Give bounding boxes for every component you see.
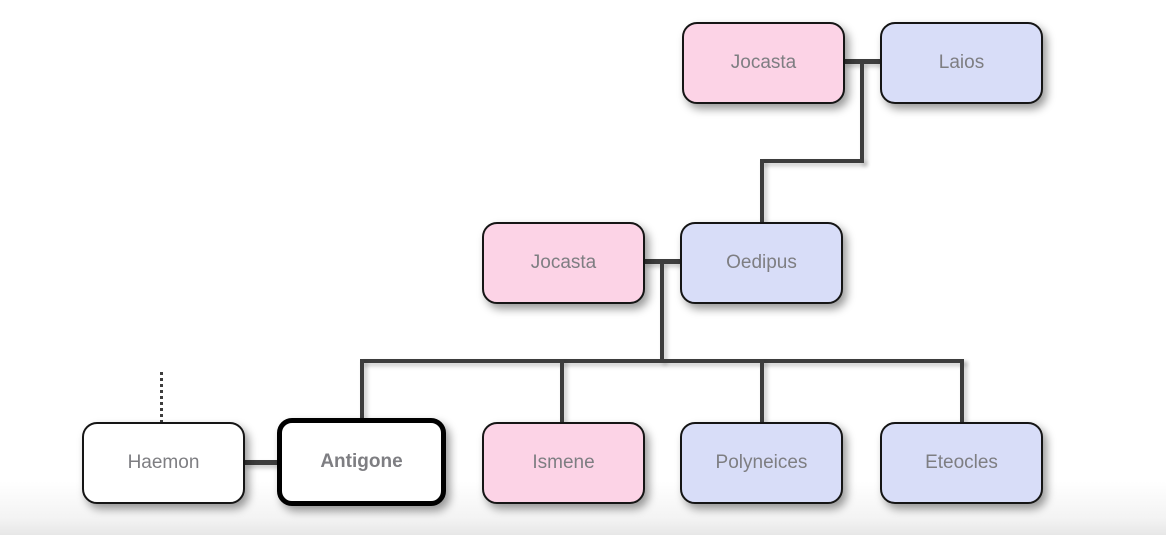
node-label: Oedipus — [726, 252, 797, 273]
node-label: Polyneices — [715, 452, 808, 473]
marriage-line-jocasta-laios — [843, 59, 881, 64]
node-label: Jocasta — [530, 252, 597, 273]
node-label: Jocasta — [730, 52, 797, 73]
node-label: Eteocles — [925, 452, 998, 473]
marriage-line-jocasta-oedipus — [643, 259, 681, 264]
node-polyneices[interactable]: Polyneices — [680, 422, 843, 504]
node-label: Antigone — [320, 451, 403, 472]
descent-line-top-vertical — [860, 62, 864, 163]
descent-line-to-oedipus — [760, 159, 764, 225]
node-jocasta[interactable]: Jocasta — [482, 222, 645, 304]
drop-line-eteocles — [960, 359, 964, 424]
node-label: Haemon — [127, 452, 200, 473]
descent-line-to-children-rail — [660, 262, 664, 362]
marriage-line-haemon-antigone — [243, 460, 280, 465]
node-label: Ismene — [532, 452, 595, 473]
drop-line-antigone — [360, 359, 364, 421]
node-ismene[interactable]: Ismene — [482, 422, 645, 504]
node-eteocles[interactable]: Eteocles — [880, 422, 1043, 504]
node-antigone[interactable]: Antigone — [277, 418, 446, 506]
drop-line-ismene — [560, 359, 564, 424]
offchart-parent-line-haemon — [160, 372, 163, 423]
node-oedipus[interactable]: Oedipus — [680, 222, 843, 304]
descent-line-top-elbow — [760, 159, 864, 163]
drop-line-polyneices — [760, 359, 764, 424]
node-label: Laios — [938, 52, 985, 73]
node-laios[interactable]: Laios — [880, 22, 1043, 104]
node-haemon[interactable]: Haemon — [82, 422, 245, 504]
sibling-rail — [360, 359, 964, 363]
node-jocasta-top[interactable]: Jocasta — [682, 22, 845, 104]
